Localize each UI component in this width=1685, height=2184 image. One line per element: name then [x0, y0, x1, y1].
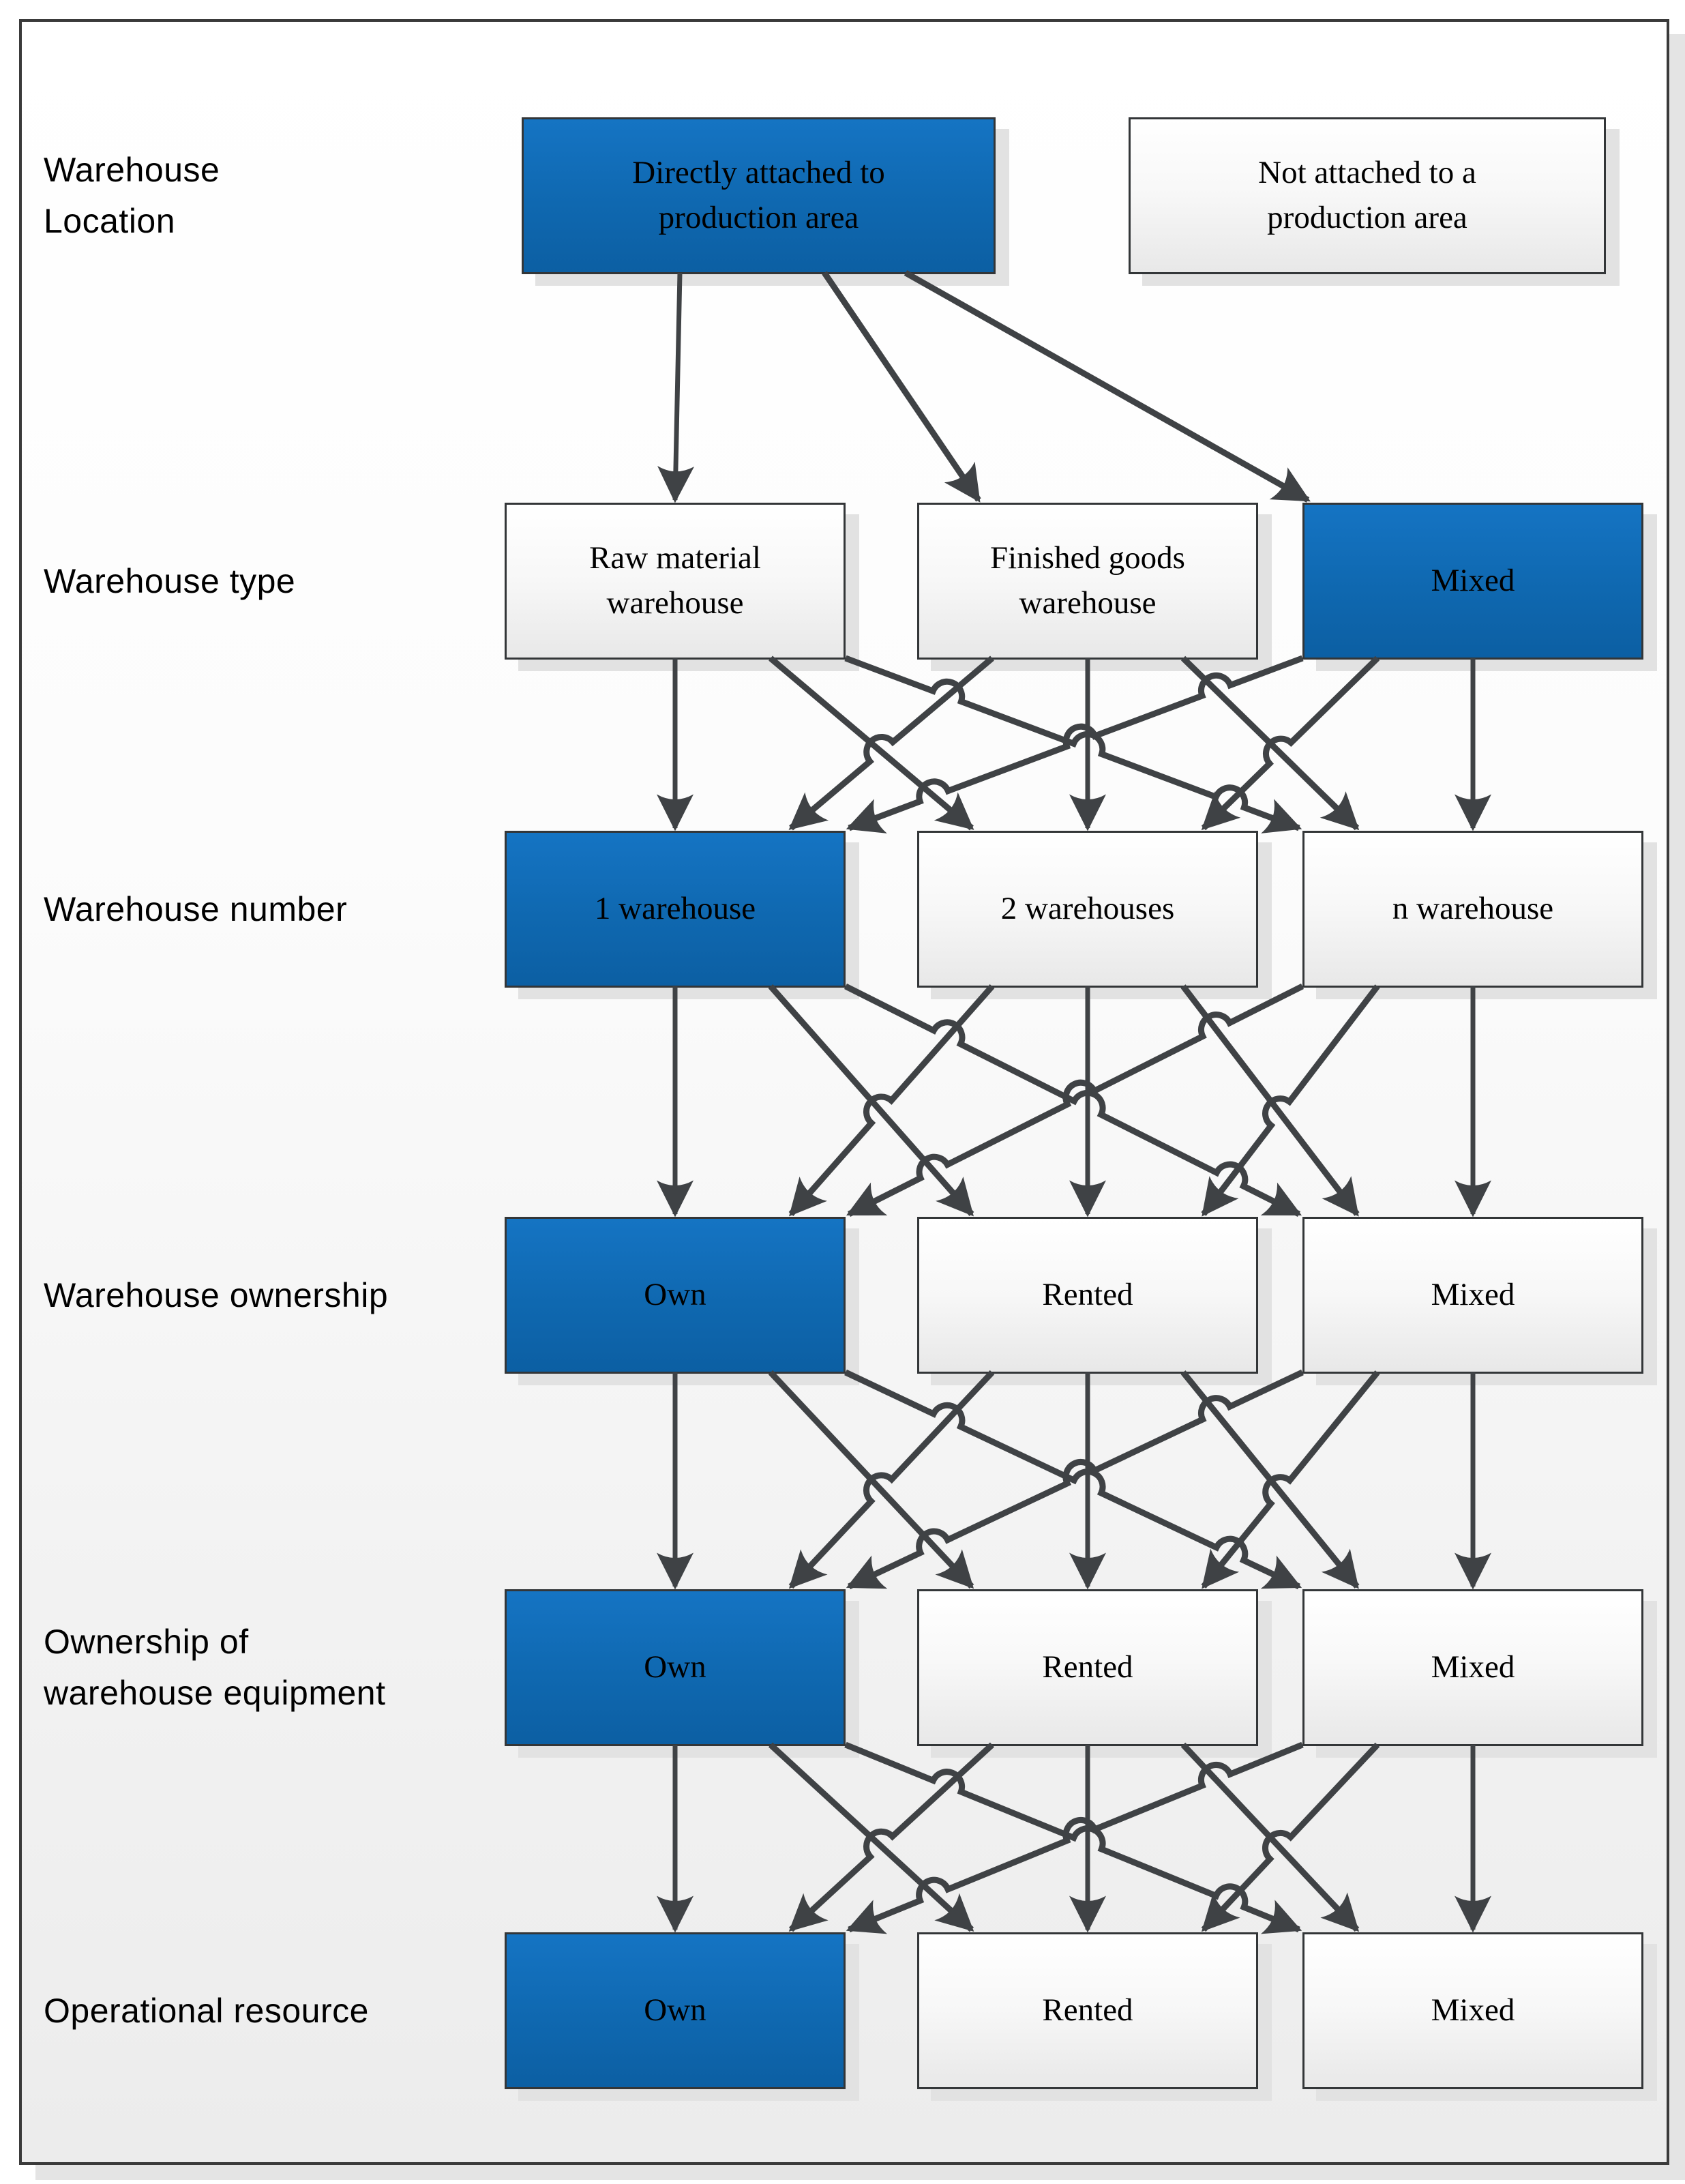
node-label: 1 warehouse [594, 891, 756, 927]
node-label: Own [644, 1992, 706, 2028]
node-rented-equipment: Rented [917, 1589, 1258, 1746]
node-label: Raw material warehouse [589, 540, 761, 621]
node-label: Directly attached to production area [632, 155, 885, 235]
diagram-frame [19, 19, 1669, 2165]
row-label-number: Warehouse number [44, 889, 348, 928]
node-label: Rented [1042, 1649, 1133, 1685]
node-mixed-type: Mixed [1302, 503, 1643, 660]
node-raw-material: Raw material warehouse [505, 503, 846, 660]
node-label: Mixed [1431, 563, 1515, 599]
node-rented-resource: Rented [917, 1932, 1258, 2089]
node-label: Rented [1042, 1277, 1133, 1313]
node-not-attached: Not attached to a production area [1129, 117, 1606, 274]
node-own-resource: Own [505, 1932, 846, 2089]
node-label: Rented [1042, 1992, 1133, 2028]
node-directly-attached: Directly attached to production area [522, 117, 996, 274]
node-label: n warehouse [1392, 891, 1554, 927]
node-mixed-resource: Mixed [1302, 1932, 1643, 2089]
node-label: Mixed [1431, 1992, 1515, 2028]
node-label: Mixed [1431, 1649, 1515, 1685]
row-label-resource: Operational resource [44, 1991, 369, 2030]
node-finished-goods: Finished goods warehouse [917, 503, 1258, 660]
node-one-warehouse: 1 warehouse [505, 831, 846, 988]
node-label: Not attached to a production area [1258, 155, 1476, 235]
node-n-warehouse: n warehouse [1302, 831, 1643, 988]
node-label: Mixed [1431, 1277, 1515, 1313]
node-label: Finished goods warehouse [990, 540, 1185, 621]
row-label-ownership: Warehouse ownership [44, 1275, 389, 1314]
node-two-warehouses: 2 warehouses [917, 831, 1258, 988]
node-label: Own [644, 1277, 706, 1313]
node-mixed-equipment: Mixed [1302, 1589, 1643, 1746]
row-label-type: Warehouse type [44, 561, 296, 600]
row-label-location: Warehouse Location [44, 151, 220, 240]
node-rented-warehouse: Rented [917, 1217, 1258, 1374]
node-label: 2 warehouses [1000, 891, 1175, 927]
row-label-equipment: Ownership of warehouse equipment [44, 1623, 386, 1712]
node-own-warehouse: Own [505, 1217, 846, 1374]
node-own-equipment: Own [505, 1589, 846, 1746]
node-label: Own [644, 1649, 706, 1685]
node-mixed-warehouse: Mixed [1302, 1217, 1643, 1374]
